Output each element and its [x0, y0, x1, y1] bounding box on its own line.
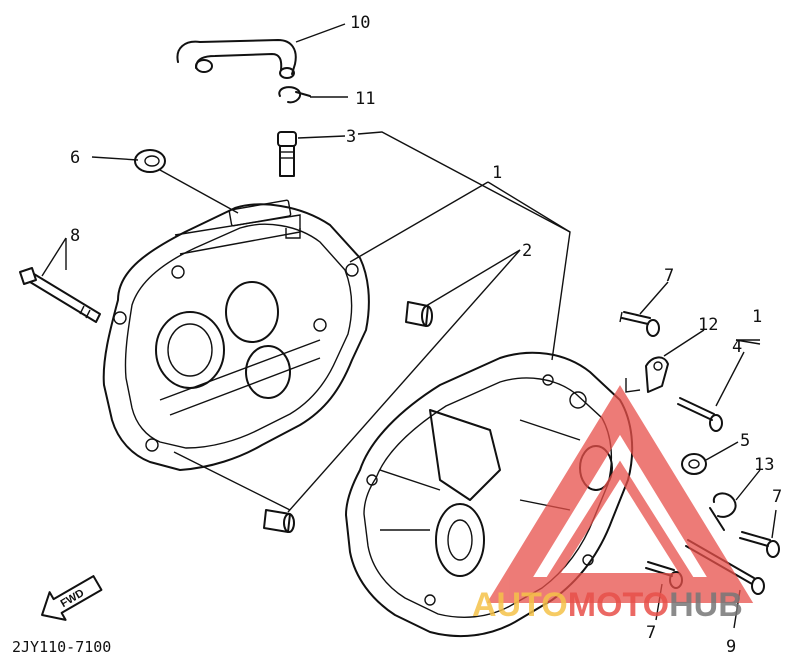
- callout-2: 2: [522, 241, 532, 261]
- right-crankcase: [345, 351, 634, 638]
- washer-5: [681, 453, 707, 475]
- watermark-hub: HUB: [669, 586, 743, 624]
- leader-lines: [41, 23, 777, 629]
- callout-13: 13: [754, 455, 774, 475]
- callout-8: 8: [70, 226, 80, 246]
- dowel-pin-lower: [263, 509, 295, 533]
- oil-seal-washer: [134, 149, 166, 173]
- callout-12: 12: [698, 315, 718, 335]
- watermark-auto: AUTO: [472, 586, 568, 624]
- breather-hose: [176, 39, 297, 79]
- clip-13: [709, 492, 737, 531]
- hose-clip: [278, 86, 311, 104]
- left-crankcase: [102, 199, 370, 471]
- callout-11: 11: [355, 89, 375, 109]
- bolt-upper: [619, 311, 660, 337]
- fwd-arrow: FWD: [41, 575, 103, 621]
- callout-7-right: 7: [772, 487, 782, 507]
- long-bolt-4: [677, 397, 723, 432]
- watermark-moto: MOTO: [568, 586, 669, 624]
- callout-1-right: 1: [752, 307, 762, 327]
- watermark-logo-triangle: [486, 385, 754, 603]
- callout-1-left: 1: [492, 163, 502, 183]
- long-bolt: [19, 267, 101, 323]
- breather-fitting: [277, 131, 297, 177]
- callout-5: 5: [740, 431, 750, 451]
- callout-4: 4: [732, 337, 742, 357]
- bolt-right: [739, 531, 780, 558]
- callout-7-upper: 7: [664, 266, 674, 286]
- callout-9: 9: [726, 637, 736, 657]
- callout-7-lower: 7: [646, 623, 656, 643]
- callout-3: 3: [346, 127, 356, 147]
- drawing-code: 2JY110-7100: [12, 638, 111, 656]
- callout-6: 6: [70, 148, 80, 168]
- mounting-bracket: [645, 356, 669, 393]
- dowel-pin-upper: [405, 301, 433, 327]
- watermark-text: AUTOMOTOHUB: [472, 586, 743, 624]
- callout-10: 10: [350, 13, 370, 33]
